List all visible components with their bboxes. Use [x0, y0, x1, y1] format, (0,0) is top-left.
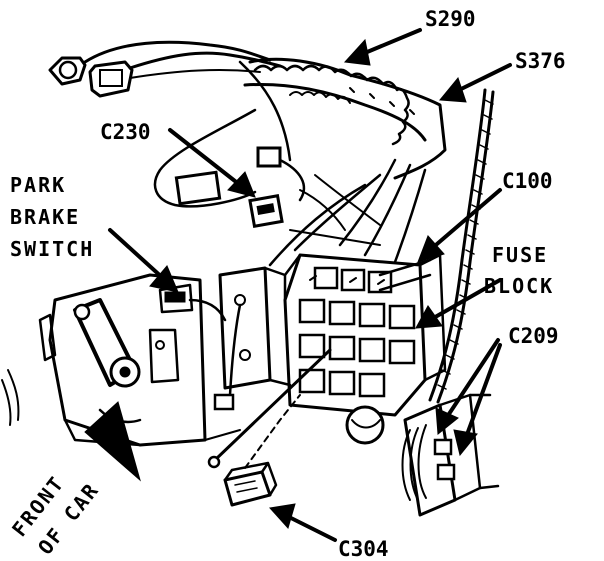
- c304-pointer: [269, 503, 337, 542]
- label-park-brake-switch-line3: SWITCH: [10, 237, 94, 261]
- s290-pointer: [343, 28, 422, 66]
- label-c230: C230: [100, 120, 151, 144]
- c209-pointer: [435, 338, 502, 457]
- front-of-car-arrow: [84, 401, 141, 482]
- fuse-block-pointer: [415, 278, 502, 329]
- c230-pointer: [168, 128, 256, 198]
- main-wire-loom: [268, 158, 427, 267]
- c230-connectors: [153, 60, 306, 228]
- label-c304: C304: [338, 537, 389, 561]
- label-fuse-block-line2: BLOCK: [484, 274, 554, 298]
- upper-harness-connectors: [48, 40, 282, 98]
- conduit-wire-right: [428, 88, 495, 404]
- c304-connector: [223, 394, 301, 507]
- label-c100: C100: [502, 169, 553, 193]
- s376-pointer: [439, 63, 512, 103]
- label-c209: C209: [508, 324, 559, 348]
- label-park-brake-switch-line1: PARK: [10, 173, 66, 197]
- fuse-block-bracket: [207, 258, 432, 469]
- taped-harness-bundle: [243, 57, 447, 180]
- label-s376: S376: [515, 49, 566, 73]
- label-park-brake-switch-line2: BRAKE: [10, 205, 80, 229]
- park-brake-switch-pointer: [108, 228, 179, 293]
- fuse-block: [283, 253, 447, 445]
- label-fuse-block-line1: FUSE: [492, 243, 548, 267]
- label-s290: S290: [425, 7, 476, 31]
- c100-pointer: [417, 188, 502, 263]
